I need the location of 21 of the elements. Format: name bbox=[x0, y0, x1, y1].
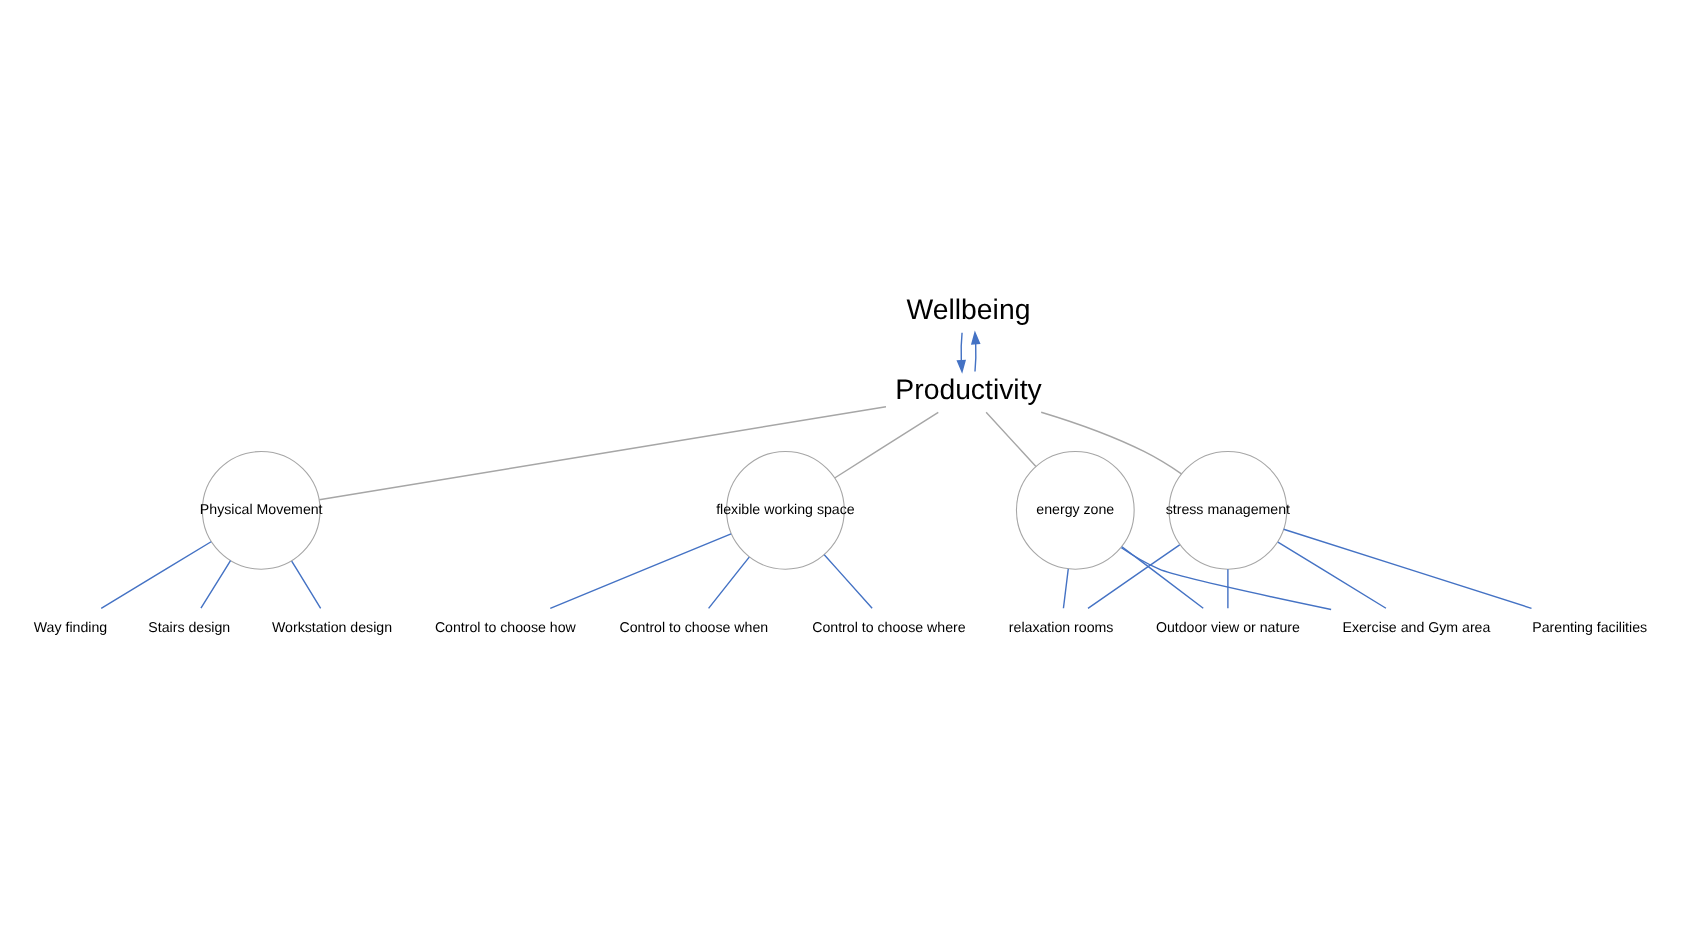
connector bbox=[1121, 546, 1204, 609]
connector bbox=[549, 533, 732, 610]
node-text: Productivity bbox=[895, 374, 1042, 407]
connector bbox=[707, 556, 750, 610]
arrow bbox=[956, 332, 967, 374]
connector bbox=[1040, 411, 1183, 475]
connector bbox=[1087, 544, 1181, 610]
connector bbox=[833, 411, 939, 479]
connector bbox=[1282, 528, 1533, 610]
connector bbox=[1062, 568, 1069, 609]
connector bbox=[290, 560, 322, 610]
connector bbox=[1227, 568, 1229, 610]
connector bbox=[985, 411, 1037, 468]
arrow bbox=[970, 330, 981, 373]
connector bbox=[1120, 547, 1332, 611]
connector bbox=[318, 406, 887, 501]
connector bbox=[823, 554, 873, 609]
connector bbox=[200, 560, 232, 609]
node-text: Wellbeing bbox=[906, 295, 1031, 328]
connector bbox=[100, 541, 212, 610]
connector bbox=[1277, 541, 1387, 609]
